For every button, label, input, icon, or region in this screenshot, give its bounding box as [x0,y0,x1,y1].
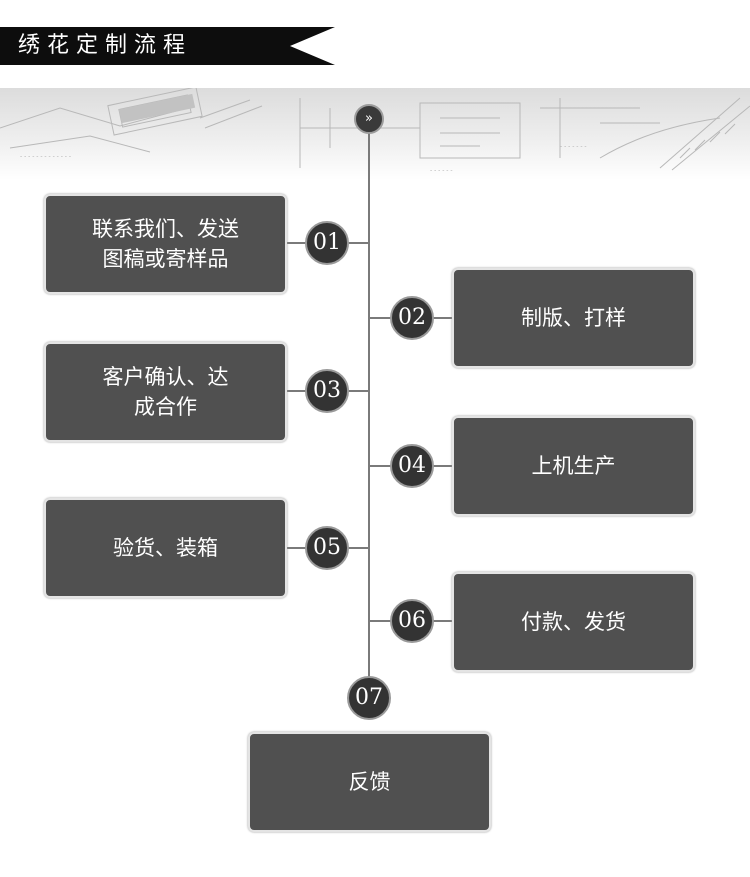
chevron-double-down-icon: » [354,104,384,134]
step-04-label: 上机生产 [531,454,616,478]
step-number-01: 01 [305,221,349,265]
step-number-02: 02 [390,296,434,340]
svg-text:- - - - - -: - - - - - - [430,167,453,174]
step-02-label: 制版、打样 [521,306,626,330]
step-box-06: 付款、发货 [452,572,695,672]
step-05-label: 验货、装箱 [113,536,218,560]
page-title: 绣花定制流程 [18,33,193,58]
blueprint-sketch: - - - - - - - - - - - - - - - - - - - - … [0,88,750,180]
title-bar-shape [0,27,335,65]
step-box-07: 反馈 [248,732,491,832]
step-box-01: 联系我们、发送 图稿或寄样品 [44,194,287,294]
svg-text:- - - - - - -: - - - - - - - [560,143,587,150]
step-box-02: 制版、打样 [452,268,695,368]
step-03-line-2: 成合作 [134,395,197,419]
step-06-label: 付款、发货 [521,610,626,634]
step-number-07: 07 [347,676,391,720]
step-number-03: 03 [305,369,349,413]
svg-text:- - - - - - - - - - - - -: - - - - - - - - - - - - - [20,153,71,160]
step-01-line-1: 联系我们、发送 [92,217,239,241]
step-number-05: 05 [305,526,349,570]
step-03-line-1: 客户确认、达 [102,365,229,389]
step-box-03: 客户确认、达 成合作 [44,342,287,442]
blueprint-banner: - - - - - - - - - - - - - - - - - - - - … [0,88,750,180]
step-box-05: 验货、装箱 [44,498,287,598]
step-number-06: 06 [390,599,434,643]
step-box-04: 上机生产 [452,416,695,516]
step-07-label: 反馈 [348,770,391,794]
step-number-04: 04 [390,444,434,488]
step-01-line-2: 图稿或寄样品 [102,247,229,271]
timeline-line [368,120,370,700]
title-bar: 绣花定制流程 [0,27,335,65]
